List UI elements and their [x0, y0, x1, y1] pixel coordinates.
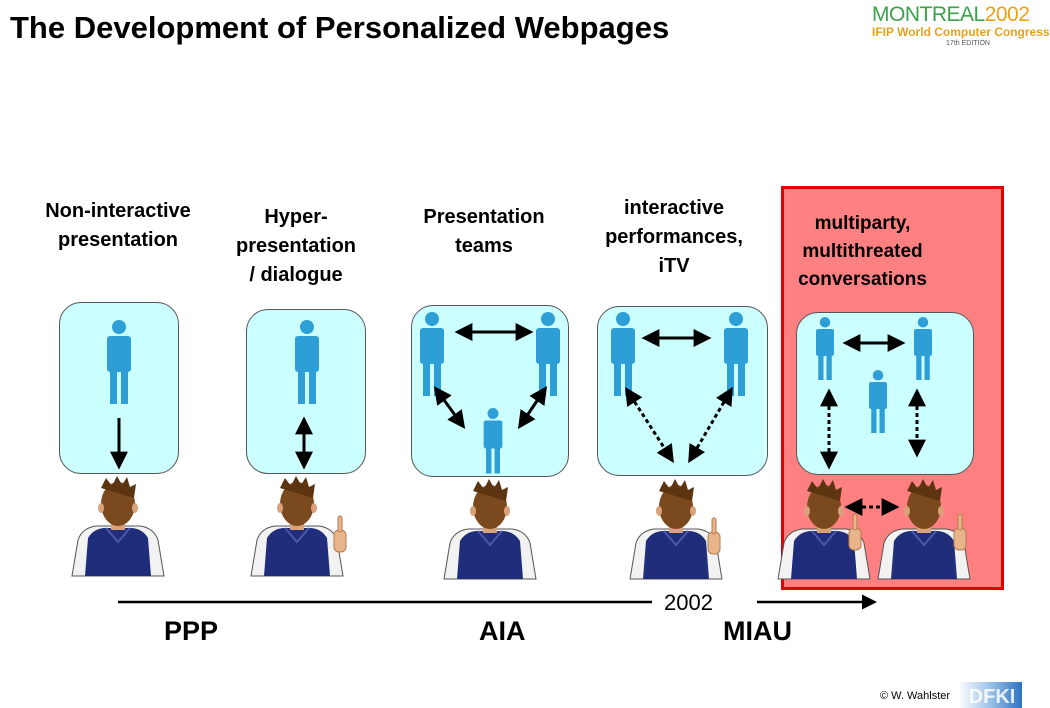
stage-label-interactive-performances: interactive performances, iTV — [605, 197, 743, 277]
raised-hand-icon — [848, 513, 862, 551]
presenter-icon — [536, 312, 560, 396]
logo-subtitle: IFIP World Computer Congress — [872, 25, 1050, 39]
raised-hand-icon — [953, 513, 967, 551]
presenter-icon — [295, 320, 319, 404]
copyright-text: © W. Wahlster — [880, 690, 951, 702]
presenter-icon — [914, 317, 932, 380]
milestone-aia: AIA — [479, 616, 526, 646]
page-title: The Development of Personalized Webpages — [10, 10, 670, 45]
dfki-logo: DFKI — [958, 682, 1022, 708]
two-way-arrow — [517, 386, 548, 429]
diagram-graphics — [71, 312, 971, 610]
viewer-icon — [629, 478, 723, 580]
raised-hand-icon — [333, 515, 347, 553]
dfki-logo-text: DFKI — [969, 686, 1016, 708]
presenter-icon — [611, 312, 635, 396]
presenter-icon — [724, 312, 748, 396]
presenter-icon — [816, 317, 834, 380]
viewer-icon — [250, 475, 344, 577]
presenter-icon — [483, 408, 503, 474]
presenter-icon — [107, 320, 131, 404]
timeline-year: 2002 — [664, 590, 713, 615]
viewer-icon — [443, 478, 537, 580]
logo-name: MONTREAL — [872, 3, 985, 26]
viewer-icon — [71, 475, 165, 577]
stage-label-presentation-teams: Presentation teams — [423, 206, 545, 257]
logo-edition: 17th EDITION — [946, 40, 990, 47]
stage-label-multiparty-conversations: multiparty, multithreated conversations — [798, 213, 927, 290]
two-way-arrow — [433, 386, 466, 429]
presenter-icon — [420, 312, 444, 396]
milestone-miau: MIAU — [723, 616, 792, 646]
logo-year: 2002 — [984, 3, 1030, 26]
milestone-ppp: PPP — [164, 616, 219, 646]
raised-hand-icon — [707, 517, 721, 555]
presenter-icon — [869, 370, 887, 433]
stage-label-non-interactive: Non-interactive presentation — [45, 200, 191, 251]
montreal-2002-logo: MONTREAL2002 IFIP World Computer Congres… — [872, 3, 1050, 60]
stage-label-hyper-presentation: Hyper- presentation / dialogue — [235, 206, 357, 286]
dotted-two-way-arrow — [625, 386, 674, 464]
dotted-two-way-arrow — [688, 386, 733, 464]
